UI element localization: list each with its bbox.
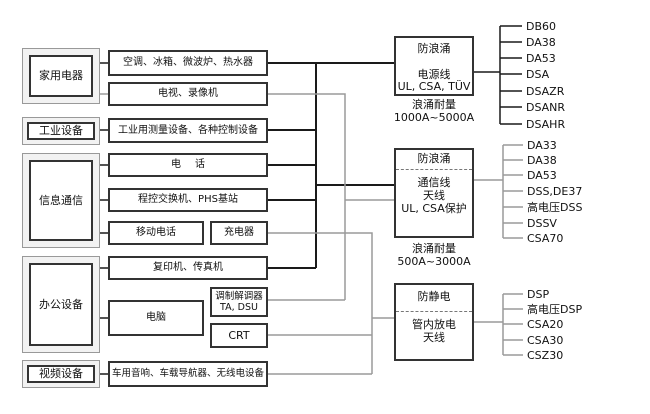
category-home-appliance-label: 家用电器	[29, 55, 93, 97]
series-comm-0: DA33	[527, 139, 557, 152]
category-industrial: 工业设备	[22, 117, 100, 145]
category-video-label: 视频设备	[27, 365, 95, 383]
category-info-comm: 信息通信	[22, 153, 100, 248]
protector-esd-title: 防静电	[396, 285, 472, 312]
category-office-label: 办公设备	[29, 263, 93, 346]
device-phone: 电话	[108, 153, 268, 177]
series-power-6: DSAHR	[526, 118, 566, 131]
series-power-3: DSA	[526, 68, 550, 81]
series-esd-2: CSA20	[527, 318, 564, 331]
device-car-audio: 车用音响、车载导航器、无线电设备	[108, 361, 268, 387]
series-comm-3: DSS,DE37	[527, 185, 583, 198]
series-esd-3: CSA30	[527, 334, 564, 347]
category-industrial-label: 工业设备	[27, 122, 95, 140]
protector-power-rating-value: 1000A~5000A	[393, 111, 475, 124]
protector-esd-body: 管内放电 天线	[412, 312, 456, 344]
series-esd-0: DSP	[527, 288, 550, 301]
category-home-appliance: 家用电器	[22, 48, 100, 104]
protector-comm-box: 防浪涌 通信线 天线 UL, CSA保护	[394, 148, 474, 238]
series-comm-6: CSA70	[527, 232, 564, 245]
series-comm-1: DA38	[527, 154, 557, 167]
protector-comm-line2: 天线	[422, 189, 445, 202]
protector-comm-rating-label: 浪涌耐量	[412, 242, 456, 255]
series-esd-1: 高电压DSP	[527, 303, 583, 316]
category-video: 视频设备	[22, 360, 100, 388]
series-esd-4: CSZ30	[527, 349, 564, 362]
protector-esd-line1: 管内放电	[412, 318, 456, 331]
protector-power-box: 防浪涌 电源线 UL, CSA, TÜV	[394, 36, 474, 96]
wire-charger	[268, 232, 373, 374]
series-power-2: DA53	[526, 52, 556, 65]
series-power-5: DSANR	[526, 101, 566, 114]
device-copier: 复印机、传真机	[108, 256, 268, 280]
protector-comm-body: 通信线 天线 UL, CSA保护	[401, 170, 467, 215]
bracket-comm	[474, 144, 523, 239]
wire-tv	[268, 93, 346, 300]
bracket-esd	[474, 293, 523, 356]
protector-comm-title: 防浪涌	[396, 150, 472, 170]
protector-comm-rating-value: 500A~3000A	[397, 255, 471, 268]
category-info-comm-label: 信息通信	[29, 160, 93, 241]
device-mobile: 移动电话	[108, 221, 204, 245]
device-charger: 充电器	[210, 221, 268, 245]
device-tv: 电视、录像机	[108, 82, 268, 106]
protector-comm-line3: UL, CSA保护	[401, 202, 467, 215]
protector-power-line2: UL, CSA, TÜV	[397, 80, 471, 93]
series-comm-4: 高电压DSS	[527, 201, 583, 214]
protector-comm-line1: 通信线	[417, 176, 451, 189]
protector-esd-box: 防静电 管内放电 天线	[394, 283, 474, 361]
series-comm-5: DSSV	[527, 217, 557, 230]
device-industrial: 工业用测量设备、各种控制设备	[108, 118, 268, 143]
device-modem: 调制解调器 TA, DSU	[210, 287, 268, 317]
protector-esd-line2: 天线	[423, 331, 445, 344]
protector-power-title: 防浪涌	[417, 42, 451, 55]
device-ac-fridge: 空调、冰箱、微波炉、热水器	[108, 50, 268, 76]
device-modem-line1: 调制解调器	[215, 291, 263, 302]
device-pbx: 程控交换机、PHS基站	[108, 188, 268, 212]
device-modem-line2: TA, DSU	[220, 302, 258, 313]
series-power-4: DSAZR	[526, 85, 565, 98]
device-crt: CRT	[210, 323, 268, 348]
series-power-1: DA38	[526, 36, 556, 49]
series-power-0: DB60	[526, 20, 557, 33]
device-pc: 电脑	[108, 300, 204, 336]
protector-power-line1: 电源线	[417, 68, 451, 81]
category-office: 办公设备	[22, 256, 100, 353]
protector-power-rating-label: 浪涌耐量	[412, 98, 456, 111]
bracket-power	[474, 25, 522, 125]
series-comm-2: DA53	[527, 169, 557, 182]
device-phone-label: 电话	[171, 159, 219, 170]
